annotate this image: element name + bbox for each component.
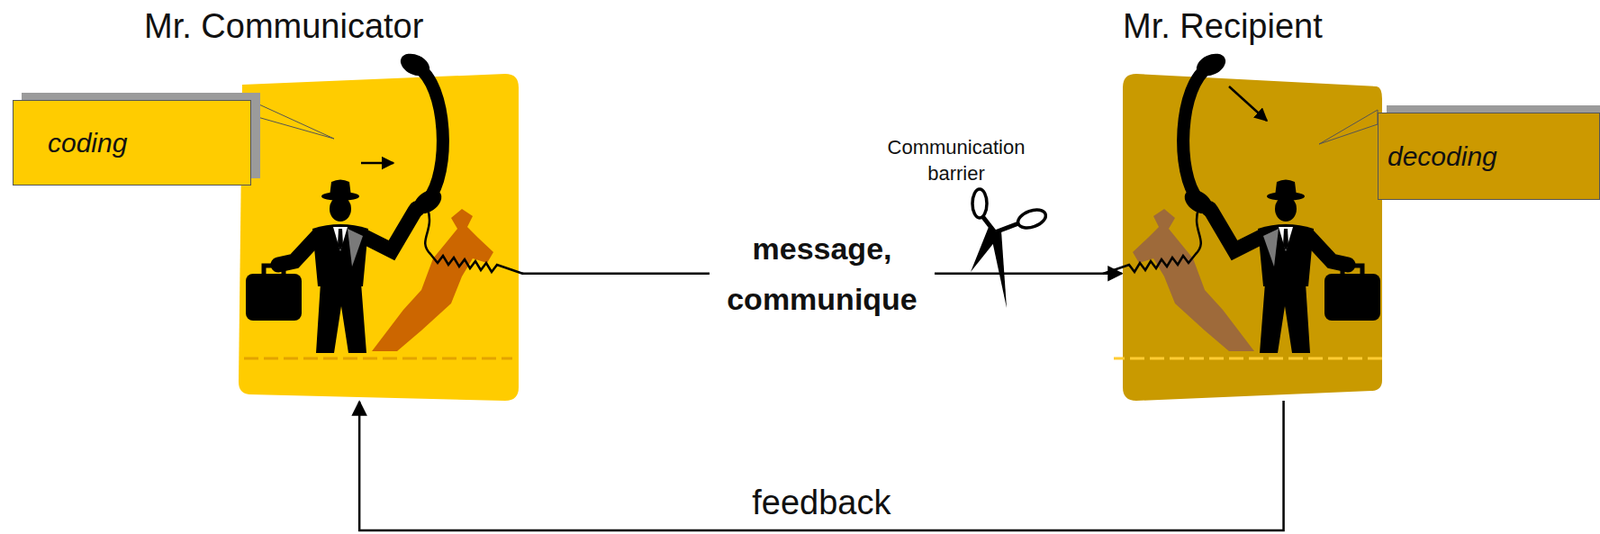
callout-text: coding (47, 127, 127, 159)
callout-pointer (1229, 86, 1378, 145)
callout-box: decoding (1377, 112, 1600, 200)
edge-label: message, communique (709, 223, 935, 325)
person-name: Mr. Recipient (1122, 7, 1383, 46)
person-panel: Mr. Recipient (1122, 73, 1383, 401)
person-name: Mr. Communicator (144, 7, 426, 46)
edge-label: feedback (704, 483, 939, 524)
callout-text: decoding (1387, 141, 1498, 172)
connector-arrow (359, 400, 1284, 531)
callout-box: coding (12, 99, 252, 186)
panel-shape (236, 73, 519, 401)
panel-shape (1122, 73, 1383, 401)
person-figure (244, 49, 524, 359)
barrier-label: Communication barrier (875, 135, 1038, 187)
callout-pointer (251, 100, 394, 163)
person-panel: Mr. Communicator (236, 73, 519, 401)
person-figure (1102, 49, 1383, 359)
